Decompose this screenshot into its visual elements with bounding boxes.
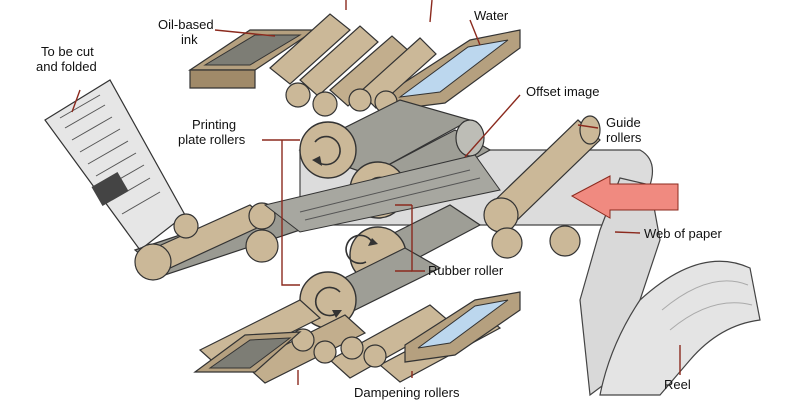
label-printing-plate-line1: Printing (192, 117, 236, 132)
label-water: Water (474, 8, 509, 23)
label-dampening-rollers: Dampening rollers (354, 385, 460, 400)
printed-web-strip (263, 154, 501, 233)
label-to-be-cut-line1: To be cut (41, 44, 94, 59)
top-ink-rollers (269, 13, 437, 117)
top-tray-water (384, 29, 521, 111)
top-tray-ink (188, 29, 317, 89)
bottom-tray-water (404, 291, 521, 363)
leader-lines (71, 0, 681, 385)
label-reel: Reel (664, 377, 691, 392)
label-guide-line1: Guide (606, 115, 641, 130)
upper-plate-roller (298, 99, 472, 179)
guide-rollers (483, 115, 601, 259)
label-oil-based-line1: Oil-based (158, 17, 214, 32)
label-printing-plate-line2: plate rollers (178, 132, 246, 147)
label-rubber-roller: Rubber roller (428, 263, 504, 278)
reel (599, 260, 761, 396)
label-guide-line2: rollers (606, 130, 642, 145)
feed-arrow (570, 175, 679, 219)
label-offset-image: Offset image (526, 84, 599, 99)
lower-web-path (133, 202, 302, 281)
printed-sheet (44, 79, 186, 251)
label-to-be-cut-line2: and folded (36, 59, 97, 74)
bottom-tray-ink (193, 331, 302, 373)
label-oil-based-line2: ink (181, 32, 198, 47)
label-web-of-paper: Web of paper (644, 226, 722, 241)
